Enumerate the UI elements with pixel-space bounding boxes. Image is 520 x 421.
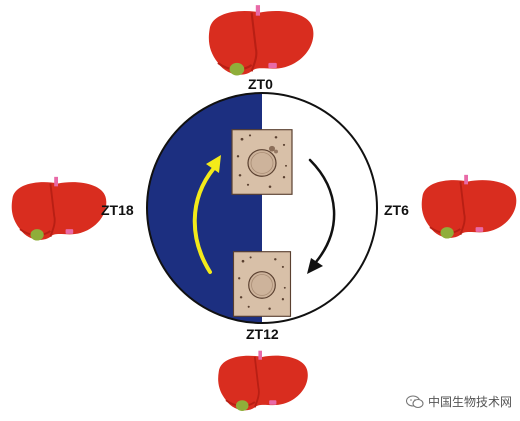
liver-left bbox=[10, 175, 108, 242]
liver-top bbox=[207, 4, 315, 77]
clock-outline bbox=[146, 92, 378, 324]
day-arrow-head bbox=[206, 155, 221, 173]
hepatocyte-bottom bbox=[232, 251, 292, 317]
label-zt0: ZT0 bbox=[248, 76, 273, 92]
day-arrow bbox=[192, 166, 216, 274]
watermark-text: 中国生物技术网 bbox=[427, 395, 512, 409]
liver-bottom bbox=[217, 349, 309, 412]
label-zt12: ZT12 bbox=[246, 326, 279, 342]
wechat-icon bbox=[405, 394, 424, 408]
night-arrow-head bbox=[307, 258, 323, 274]
hepatocyte-top bbox=[231, 129, 293, 195]
night-arrow bbox=[308, 158, 336, 264]
watermark: 中国生物技术网 bbox=[405, 393, 512, 410]
liver-right bbox=[420, 173, 518, 240]
label-zt6: ZT6 bbox=[384, 202, 409, 218]
label-zt18: ZT18 bbox=[101, 202, 134, 218]
